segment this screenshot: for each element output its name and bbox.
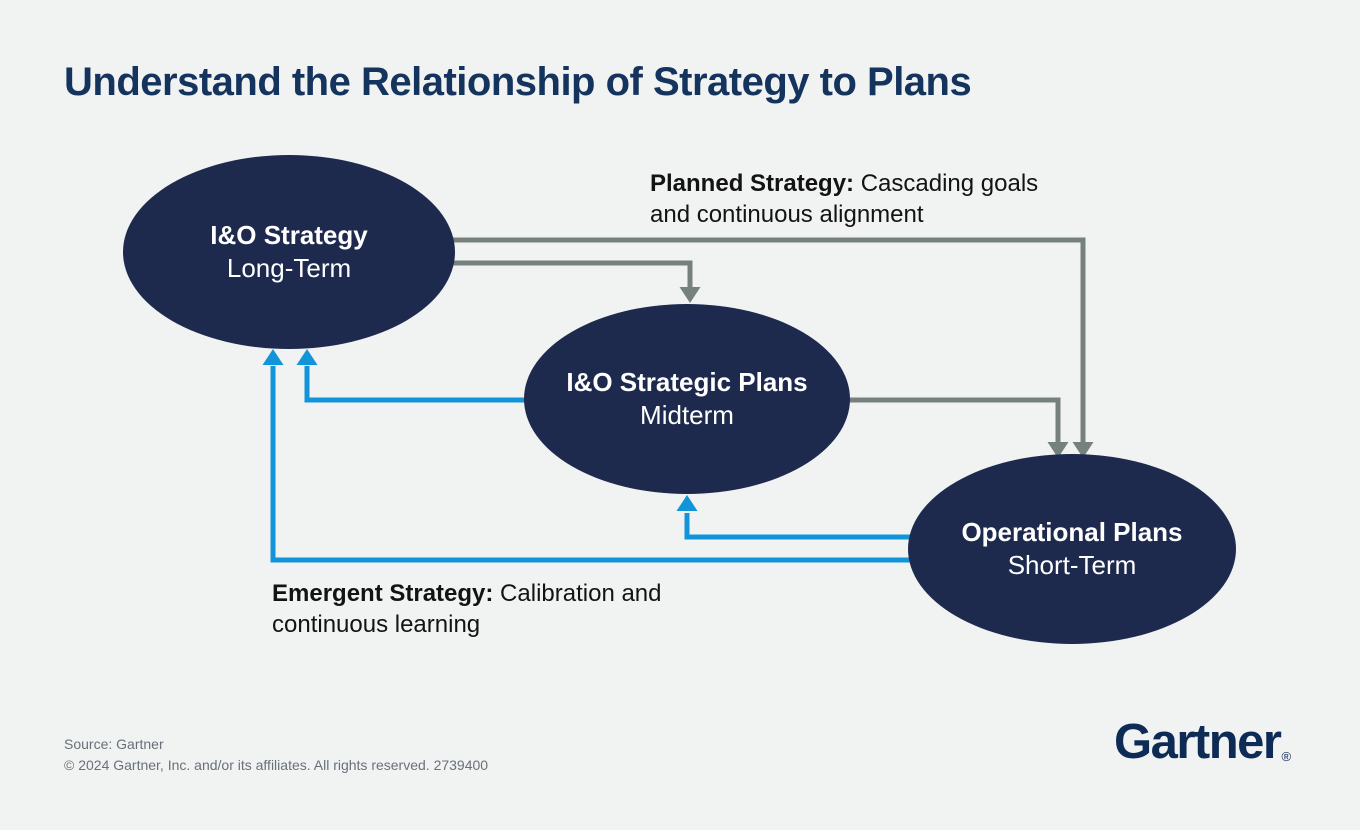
emergent-arrowheads — [262, 349, 698, 511]
planned-strategy-text: Cascading goals and continuous alignment — [650, 170, 1039, 228]
emergent-arrow-operational-to-strategic — [684, 513, 930, 540]
emergent-strategy-text: Calibration and continuous learning — [272, 580, 662, 638]
emergent-arrowhead-icon — [262, 349, 284, 365]
planned-arrowhead-icon — [1072, 442, 1094, 458]
planned-arrow-strategy-to-strategic — [440, 260, 693, 289]
planned-strategy-label: Planned Strategy: — [650, 170, 855, 197]
planned-arrowhead-icon — [1047, 442, 1069, 458]
node-title: Operational Plans — [961, 517, 1183, 547]
registered-trademark-icon: ® — [1281, 749, 1292, 764]
planned-arrows — [440, 237, 1086, 444]
footer: Source: Gartner © 2024 Gartner, Inc. and… — [64, 734, 488, 776]
emergent-arrowhead-icon — [676, 495, 698, 511]
node-title: I&O Strategy — [210, 220, 368, 250]
emergent-arrows — [270, 366, 930, 563]
node-subtitle: Long-Term — [226, 253, 352, 283]
footer-copyright: © 2024 Gartner, Inc. and/or its affiliat… — [64, 757, 489, 773]
planned-arrow-strategic-to-operational — [840, 397, 1061, 444]
node-io-strategy: I&O Strategy Long-Term — [123, 155, 455, 349]
node-subtitle: Short-Term — [1007, 550, 1137, 580]
footer-source: Source: Gartner — [64, 736, 164, 752]
emergent-strategy-note: Emergent Strategy: Calibration and conti… — [272, 578, 692, 640]
node-io-strategic-plans: I&O Strategic Plans Midterm — [524, 304, 850, 494]
node-subtitle: Midterm — [640, 400, 734, 430]
planned-arrowhead-icon — [679, 287, 701, 303]
planned-arrow-strategy-to-operational — [440, 237, 1086, 444]
planned-strategy-note: Planned Strategy: Cascading goals and co… — [650, 168, 1050, 230]
node-title: I&O Strategic Plans — [566, 367, 808, 397]
emergent-arrow-operational-to-strategy — [270, 366, 930, 563]
node-operational-plans: Operational Plans Short-Term — [908, 454, 1236, 644]
page-title: Understand the Relationship of Strategy … — [64, 60, 972, 104]
gartner-logo: Gartner ® — [1114, 716, 1291, 768]
emergent-arrow-strategic-to-strategy — [304, 366, 540, 403]
gartner-logo-text: Gartner — [1114, 715, 1282, 769]
planned-arrowheads — [679, 287, 1094, 458]
emergent-strategy-label: Emergent Strategy: — [272, 580, 494, 607]
emergent-arrowhead-icon — [296, 349, 318, 365]
